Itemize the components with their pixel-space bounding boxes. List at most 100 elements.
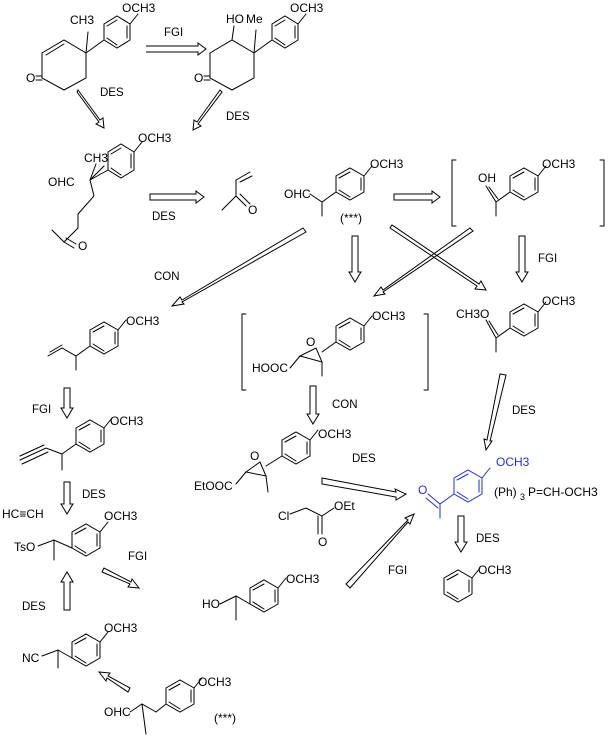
ylide-subscript-label: 3 bbox=[520, 492, 525, 502]
molecule-methyl-vinyl-ketone: O bbox=[221, 171, 257, 217]
molecule-tosylate: TsO OCH3 bbox=[14, 509, 138, 561]
ylide-rest-label: P=CH-OCH3 bbox=[528, 485, 598, 499]
carbonyl-oxygen-label: O bbox=[26, 71, 35, 85]
molecule-glycidic-ester: O EtOOC OCH3 DES bbox=[194, 427, 376, 493]
arrow-to-enol bbox=[393, 190, 441, 204]
methyl-label: Me bbox=[246, 12, 263, 26]
des-label: DES bbox=[152, 211, 176, 223]
arrow-con: CON bbox=[154, 227, 307, 307]
hydroxyl-label: OH bbox=[478, 171, 496, 185]
molecule-butynylarene: OCH3 bbox=[19, 414, 144, 471]
molecule-hydroxy-ketone: O HO Me OCH3 bbox=[194, 1, 324, 91]
carbonyl-oxygen-label: O bbox=[78, 239, 87, 253]
molecule-glycidic-acid: O HOOC OCH3 bbox=[241, 309, 429, 391]
des-label: DES bbox=[100, 87, 124, 99]
methoxy-label: OCH3 bbox=[542, 157, 576, 171]
arrow-des-left: DES bbox=[76, 87, 124, 129]
methoxy-label: OCH3 bbox=[542, 294, 576, 308]
arrow-des-right: DES bbox=[192, 89, 250, 131]
arrow-cross-left bbox=[372, 227, 474, 297]
methoxy-label: OCH3 bbox=[370, 157, 404, 171]
fgi-label: FGI bbox=[538, 253, 557, 265]
arrow-des-to-target: DES bbox=[483, 373, 536, 452]
methoxy-label: OCH3 bbox=[286, 572, 320, 586]
fgi-label: FGI bbox=[164, 27, 183, 39]
methyl-label: CH3 bbox=[84, 151, 108, 165]
arrow-des-up: DES bbox=[22, 571, 74, 613]
methoxy-label: OCH3 bbox=[198, 675, 232, 689]
carbonyl-oxygen-label: O bbox=[194, 71, 203, 85]
hydroxyl-label: HO bbox=[226, 12, 244, 26]
methoxy-label: OCH3 bbox=[104, 621, 138, 635]
epoxide-oxygen-label: O bbox=[250, 449, 259, 463]
arrow-con-down: CON bbox=[306, 385, 358, 425]
arrow-des-target: DES bbox=[454, 515, 500, 553]
methyl-label: CH3 bbox=[70, 13, 94, 27]
molecule-anisole: OCH3 bbox=[443, 563, 512, 603]
arrow-des-left-lower: DES bbox=[60, 481, 106, 515]
chloro-label: Cl bbox=[278, 509, 289, 523]
methoxy-label: OCH3 bbox=[122, 1, 156, 15]
arrow-fgi-tosylate: FGI bbox=[101, 551, 147, 589]
tosylate-label: TsO bbox=[14, 540, 35, 554]
carbonyl-oxygen-label: O bbox=[318, 535, 327, 549]
des-label: DES bbox=[476, 533, 500, 545]
methoxy-label: OCH3 bbox=[372, 309, 406, 323]
molecule-enone-quaternary: O CH3 OCH3 bbox=[26, 1, 156, 91]
arrow-aldehyde-to-nitrile bbox=[97, 671, 131, 693]
carbonyl-oxygen-label: O bbox=[418, 483, 427, 497]
arrow-fgi-left: FGI bbox=[32, 387, 74, 419]
methoxy-label: OCH3 bbox=[110, 414, 144, 428]
arrow-down-center bbox=[348, 235, 362, 283]
acetylene-label: HC≡CH bbox=[2, 507, 44, 521]
arrow-des-mvk: DES bbox=[149, 190, 205, 223]
molecule-nitrile: NC OCH3 bbox=[22, 621, 138, 669]
hydroxyl-label: HO bbox=[202, 597, 220, 611]
ethoxy-label: OEt bbox=[334, 499, 355, 513]
methoxy-label: OCH3 bbox=[138, 131, 172, 145]
epoxide-oxygen-label: O bbox=[306, 335, 315, 349]
arrow-ester-to-target bbox=[321, 477, 408, 501]
con-label: CON bbox=[154, 271, 180, 283]
methoxy-label: OCH3 bbox=[318, 427, 352, 441]
arrow-cross-right bbox=[389, 224, 487, 291]
methoxy-label: OCH3 bbox=[104, 509, 138, 523]
methoxy-label: OCH3 bbox=[290, 1, 324, 15]
wittig-reagent: (Ph) 3 P=CH-OCH3 bbox=[494, 485, 598, 502]
methoxy-label: CH3O bbox=[456, 307, 489, 321]
ylide-ph-label: (Ph) bbox=[494, 485, 517, 499]
marker-label: (***) bbox=[214, 711, 236, 725]
molecule-enol-ether: CH3O OCH3 bbox=[456, 294, 576, 353]
methoxy-label: OCH3 bbox=[126, 314, 160, 328]
des-label: DES bbox=[82, 489, 106, 501]
arrow-fgi-enol: FGI bbox=[515, 235, 557, 283]
ester-label: EtOOC bbox=[194, 479, 233, 493]
fgi-label: FGI bbox=[32, 404, 51, 416]
carbonyl-oxygen-label: O bbox=[248, 203, 257, 217]
target-methoxyacetophenone: O OCH3 bbox=[418, 455, 530, 519]
molecule-ketoaldehyde: OHC CH3 OCH3 O bbox=[48, 131, 172, 253]
molecule-arylethanol: HO OCH3 bbox=[202, 572, 320, 621]
des-label: DES bbox=[352, 453, 376, 465]
molecule-aryl-propanal: OHC OCH3 (***) bbox=[284, 157, 404, 225]
methoxy-label: OCH3 bbox=[496, 455, 530, 469]
fgi-label: FGI bbox=[388, 565, 407, 577]
des-label: DES bbox=[512, 405, 536, 417]
molecule-ethyl-chloroacetate: Cl O OEt bbox=[278, 499, 355, 549]
marker-label: (***) bbox=[340, 211, 362, 225]
molecule-butenylarene: OCH3 bbox=[47, 314, 160, 371]
arrow-fgi-to-target: FGI bbox=[345, 513, 415, 589]
aldehyde-label: OHC bbox=[48, 175, 75, 189]
des-label: DES bbox=[22, 601, 46, 613]
arrow-fgi-top: FGI bbox=[146, 27, 207, 56]
aldehyde-label: OHC bbox=[284, 187, 311, 201]
des-label: DES bbox=[226, 111, 250, 123]
fgi-label: FGI bbox=[128, 551, 147, 563]
aldehyde-label: OHC bbox=[104, 705, 131, 719]
nitrile-label: NC bbox=[22, 651, 40, 665]
con-label: CON bbox=[332, 399, 358, 411]
carboxylic-acid-label: HOOC bbox=[252, 361, 288, 375]
molecule-enol: OH OCH3 bbox=[451, 157, 605, 227]
methoxy-label: OCH3 bbox=[478, 563, 512, 577]
